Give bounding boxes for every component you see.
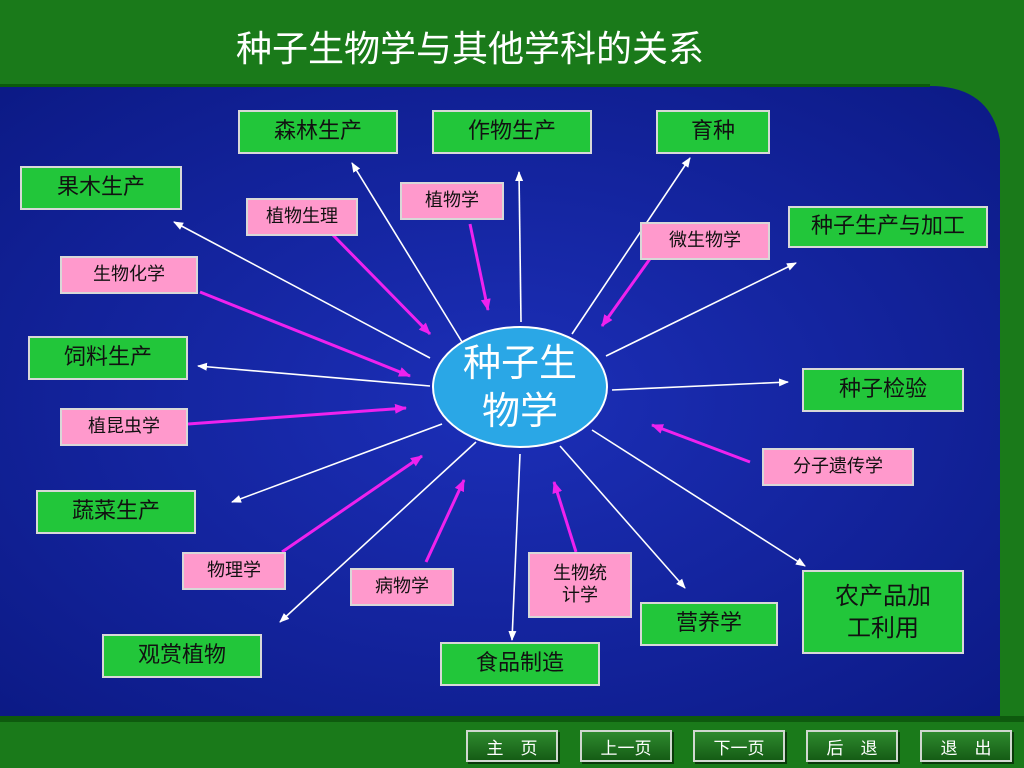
box-microbiology: 微生物学 [640,222,770,260]
box-food-manufacturing: 食品制造 [440,642,600,686]
arrow-to-feed [197,362,431,387]
biostat-line-1: 生物统 [553,563,607,584]
arrow-to-forest [351,162,463,343]
box-biostatistics: 生物统 计学 [528,552,632,618]
nav-prev-button[interactable]: 上一页 [580,730,672,762]
arrow-from-biostatistics [552,481,578,553]
box-molecular-genetics: 分子遗传学 [762,448,914,486]
arrow-from-pathology [424,479,466,563]
arrow-from-physics [281,454,423,554]
arrow-from-botany [468,223,491,311]
box-breeding: 育种 [656,110,770,154]
box-plant-physiology: 植物生理 [246,198,358,236]
box-fruit-production: 果木生产 [20,166,182,210]
arrow-to-nutrition [559,445,686,589]
box-physics: 物理学 [182,552,286,590]
nav-home-button[interactable]: 主 页 [466,730,558,762]
box-ornamental-plants: 观赏植物 [102,634,262,678]
center-node-seed-biology: 种子生 物学 [432,326,608,448]
box-crop-production: 作物生产 [432,110,592,154]
box-vegetable-production: 蔬菜生产 [36,490,196,534]
center-line-2: 物学 [481,389,558,433]
box-seed-testing: 种子检验 [802,368,964,412]
arrow-to-food [508,453,521,641]
box-entomology: 植昆虫学 [60,408,188,446]
box-pathology: 病物学 [350,568,454,606]
arrow-to-seed-processing [605,262,797,357]
nav-back-button[interactable]: 后 退 [806,730,898,762]
arrow-to-vegetable [231,423,443,503]
biostat-line-2: 计学 [562,585,598,606]
arrow-from-entomology [187,403,407,426]
box-botany: 植物学 [400,182,504,220]
box-biochemistry: 生物化学 [60,256,198,294]
nav-exit-button[interactable]: 退 出 [920,730,1012,762]
box-agro-processing: 农产品加 工利用 [802,570,964,654]
arrow-to-ornamental [279,441,477,623]
arrow-to-breeding [571,157,691,335]
arrow-from-biochemistry [199,290,411,378]
box-forest-production: 森林生产 [238,110,398,154]
nav-next-button[interactable]: 下一页 [693,730,785,762]
arrow-to-agro-processing [591,429,806,567]
page-title: 种子生物学与其他学科的关系 [235,29,704,70]
arrow-to-crop [515,171,524,323]
arrow-to-seed-testing [611,378,789,391]
agro-line-2: 工利用 [847,614,919,642]
box-seed-production-processing: 种子生产与加工 [788,206,988,248]
agro-line-1: 农产品加 [835,582,931,610]
arrow-from-microbiology [600,255,654,327]
box-nutrition: 营养学 [640,602,778,646]
arrow-to-fruit [173,221,431,359]
box-feed-production: 饲料生产 [28,336,188,380]
arrow-from-molecular-genetics [651,423,751,464]
center-line-1: 种子生 [462,341,577,385]
arrow-from-plant-physiology [328,230,432,336]
